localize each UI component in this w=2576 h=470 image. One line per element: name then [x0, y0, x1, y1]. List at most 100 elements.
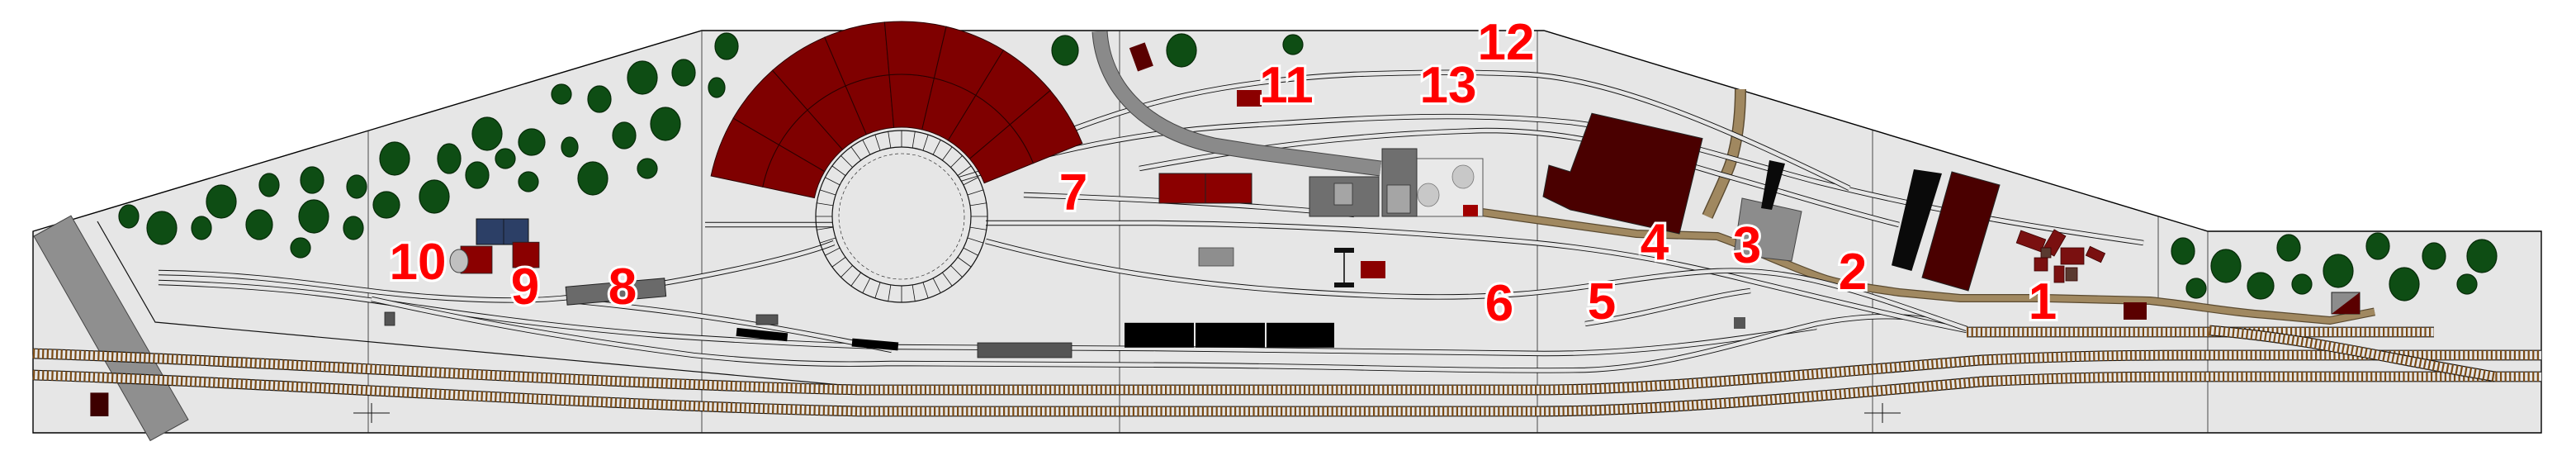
turntable-rail: [838, 153, 965, 280]
tree-icon: [437, 143, 462, 174]
tree-icon: [379, 141, 410, 176]
tree-icon: [372, 191, 400, 219]
track-bed: [986, 221, 1968, 333]
silo: [449, 249, 469, 273]
turntable-stall-track: [862, 278, 871, 293]
tree-icon: [2365, 232, 2390, 260]
tree-icon: [2422, 242, 2446, 270]
turntable-stall-track: [932, 278, 941, 293]
tree-icon: [2171, 237, 2195, 265]
turntable-stall-track: [950, 155, 963, 168]
loading-platform: [1733, 197, 1802, 262]
track-bed: [158, 240, 835, 302]
track-bed: [1584, 288, 1751, 326]
tree-icon: [2247, 272, 2275, 300]
loading-shed: [1761, 160, 1785, 210]
turntable-stall-track: [967, 189, 984, 196]
main-track-bed: [32, 349, 2541, 395]
turntable-stall-track: [819, 189, 836, 196]
tree-icon: [637, 158, 658, 179]
station-canopy: [1892, 169, 1942, 271]
marker-12: 12: [1478, 14, 1535, 71]
turntable-stall-track: [817, 202, 834, 207]
tree-icon: [495, 148, 516, 169]
engine-shed: [1542, 112, 1703, 235]
tree-icon: [258, 173, 280, 197]
turntable-stall-track: [825, 247, 841, 256]
tree-icon: [518, 128, 546, 156]
tree-icon: [627, 60, 658, 95]
tree-icon: [191, 216, 212, 240]
turntable-stall-track: [825, 177, 841, 186]
turntable-stall-track: [874, 134, 881, 151]
main-line: [32, 325, 2541, 417]
track-bed: [985, 239, 1968, 331]
roundhouse-stall: [1009, 89, 1083, 164]
tree-icon: [671, 59, 696, 87]
roundhouse: [710, 21, 1083, 199]
turntable-stall-track: [963, 247, 978, 256]
tree-icon: [300, 166, 324, 194]
tree-icon: [577, 161, 608, 196]
tree-icon: [2323, 254, 2354, 288]
tree-icon: [245, 209, 273, 240]
tree-icon: [146, 211, 178, 245]
tree-icon: [2389, 267, 2420, 301]
road: [1702, 88, 1745, 219]
tree-icon: [551, 83, 572, 105]
small-building: [1237, 90, 1262, 107]
tree-icon: [612, 121, 637, 150]
tree-icon: [290, 237, 311, 259]
tree-icon: [343, 216, 364, 240]
tree-icon: [206, 184, 237, 219]
turntable-stall-track: [841, 265, 853, 278]
tree-icon: [346, 174, 367, 199]
town-houses: [2015, 229, 2106, 283]
depot-shed: [1158, 173, 1252, 204]
turntable-stall-track: [932, 140, 941, 155]
small-building: [1198, 247, 1234, 267]
track-bed: [1139, 128, 1900, 227]
turntable-stall-track: [967, 237, 984, 244]
tree-icon: [2456, 273, 2478, 295]
trees: [118, 32, 2498, 301]
turntable-stall-track: [922, 134, 929, 151]
track-bed: [1056, 70, 1851, 191]
tree-icon: [1166, 33, 1197, 68]
tree-icon: [465, 161, 490, 189]
water-tank: [1451, 164, 1475, 189]
small-building: [1361, 261, 1385, 278]
marker-11: 11: [1259, 57, 1314, 114]
turntable-stall-track: [969, 226, 987, 230]
tree-icon: [1051, 35, 1079, 66]
tree-icon: [2185, 278, 2207, 299]
warehouse: [476, 218, 529, 245]
depot-marker: [1463, 205, 1478, 216]
turntable-stall-track: [957, 165, 972, 176]
depot-building: [1386, 184, 1411, 214]
water-tank: [1417, 183, 1440, 207]
turntable-stall-track: [969, 202, 987, 207]
location-markers: 1 2 3 4 5 6 7 8 9 10 11 12 13: [387, 12, 2060, 335]
turntable-stall-track: [942, 146, 953, 161]
tree-icon: [2466, 239, 2498, 273]
marker-13: 13: [1420, 57, 1477, 114]
coaling-ramp: [1092, 31, 1382, 176]
marker-6: 6: [1485, 275, 1513, 332]
tree-icon: [1282, 34, 1304, 55]
turntable-stall-track: [841, 155, 853, 168]
backdrop-line: [97, 221, 859, 387]
tree-icon: [708, 77, 726, 98]
marker-5: 5: [1588, 273, 1616, 330]
turntable-stall-track: [862, 140, 871, 155]
signal-gantry: [1334, 248, 1354, 287]
tree-icon: [650, 107, 681, 141]
turntable-stall-track: [942, 272, 953, 287]
marker-10: 10: [390, 234, 447, 291]
reference-marks: [353, 403, 1901, 423]
turntable-stall-track: [850, 272, 861, 287]
factory-building: [512, 241, 540, 268]
tree-icon: [561, 136, 579, 158]
turntable-stall-track: [850, 146, 861, 161]
